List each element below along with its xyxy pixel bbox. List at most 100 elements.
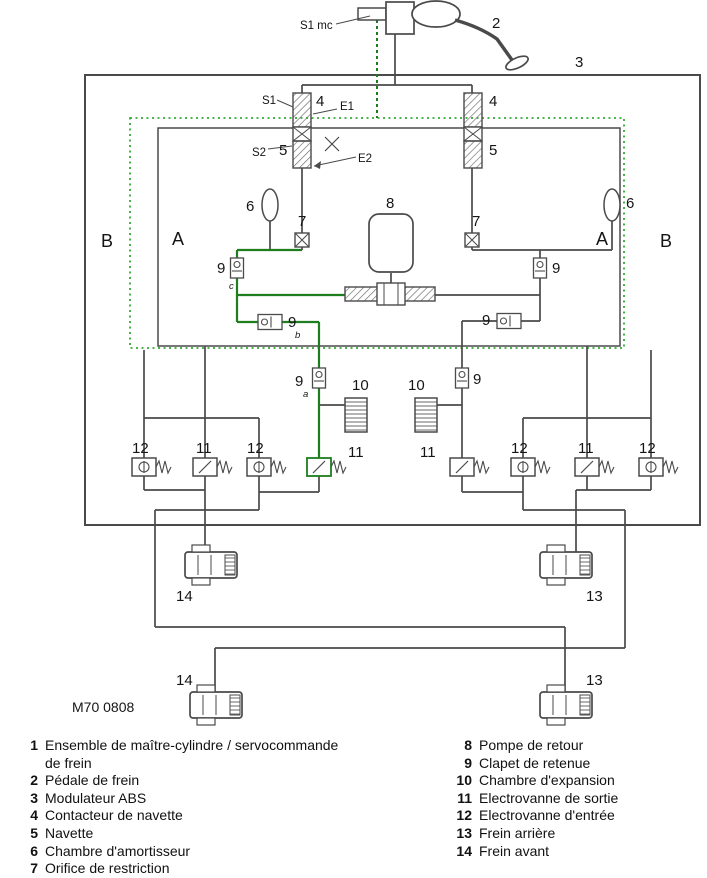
legend-item: 7 Orifice de restriction bbox=[18, 860, 348, 878]
callout-solenoid-r2: 12 bbox=[511, 440, 528, 457]
callout-solenoid-r1: 11 bbox=[420, 444, 436, 461]
shuttle-switch-left bbox=[292, 92, 312, 128]
abs-hydraulic-diagram: S1 mc 2 3 S1 4 E1 S2 5 E2 4 5 B A A B 6 … bbox=[72, 0, 701, 726]
front-brake-upper bbox=[184, 544, 238, 586]
callout-solenoid-l1: 12 bbox=[132, 440, 149, 457]
shuttle-valve-right bbox=[463, 92, 483, 169]
port-e1-label: E1 bbox=[340, 101, 354, 113]
damper-chamber-right bbox=[603, 188, 621, 222]
mc-label-leader bbox=[335, 15, 371, 25]
pump-body bbox=[368, 213, 414, 273]
mc-port-label: S1 mc bbox=[300, 20, 333, 32]
expansion-chamber-right bbox=[414, 397, 438, 433]
legend-item: 2 Pédale de frein bbox=[18, 772, 348, 790]
spring-glyph bbox=[216, 459, 233, 475]
spring-glyph bbox=[155, 459, 172, 475]
zone-a-left: A bbox=[172, 229, 184, 249]
pedal-pad bbox=[505, 55, 529, 71]
legend-item: 10 Chambre d'expansion bbox=[452, 772, 702, 790]
outlet-solenoid-l4 bbox=[306, 457, 347, 477]
callout-solenoid-r4: 12 bbox=[639, 440, 656, 457]
return-pump bbox=[344, 213, 436, 306]
legend-item-number: 6 bbox=[30, 842, 38, 859]
shuttle-right-cross bbox=[463, 126, 483, 142]
pump-center-ribs bbox=[383, 283, 399, 305]
callout-shuttle-left: 5 bbox=[279, 142, 287, 159]
legend-item-text: Electrovanne d'entrée bbox=[479, 807, 615, 824]
legend-item-number: 8 bbox=[464, 737, 472, 753]
restriction-orifice-right bbox=[464, 232, 480, 248]
callout-solenoid-r3: 11 bbox=[578, 440, 594, 457]
restriction-orifice-left bbox=[294, 232, 310, 248]
legend-item-number: 3 bbox=[30, 789, 38, 806]
callout-check-mid-left: 9 bbox=[288, 314, 296, 331]
check-valve-low-left bbox=[311, 367, 327, 389]
inlet-solenoid-l1 bbox=[131, 457, 172, 477]
legend-item-text: Clapet de retenue bbox=[479, 754, 591, 771]
legend-item-text: Electrovanne de sortie bbox=[479, 789, 619, 806]
check-letter-a: a bbox=[303, 389, 308, 400]
legend-item-text: Frein avant bbox=[479, 842, 550, 859]
legend-item-number: 5 bbox=[30, 824, 38, 841]
hydraulic-lines-green bbox=[235, 20, 378, 458]
callout-shuttle-right: 5 bbox=[489, 142, 497, 159]
shuttle-right-body bbox=[463, 140, 483, 169]
callout-solenoid-l3: 12 bbox=[247, 440, 264, 457]
outlet-solenoid-l2 bbox=[192, 457, 233, 477]
legend-item: 3 Modulateur ABS bbox=[18, 790, 348, 808]
dotted-green-boundary bbox=[129, 117, 625, 349]
zone-b-right: B bbox=[660, 231, 672, 251]
legend-item-text: Chambre d'expansion bbox=[479, 772, 615, 789]
legend-item-text: Chambre d'amortisseur bbox=[45, 842, 191, 859]
expansion-chamber-left bbox=[344, 397, 368, 433]
port-s1-label: S1 bbox=[262, 95, 276, 107]
spring-glyph bbox=[598, 459, 615, 475]
callout-solenoid-l4: 11 bbox=[348, 444, 364, 461]
legend-item: 14 Frein avant bbox=[452, 843, 702, 861]
spring-glyph bbox=[473, 459, 490, 475]
port-s2-label: S2 bbox=[252, 147, 266, 159]
inlet-solenoid-l3 bbox=[246, 457, 287, 477]
legend-item-number: 2 bbox=[30, 772, 38, 789]
legend-item: 13 Frein arrière bbox=[452, 825, 702, 843]
callout-modulator: 3 bbox=[575, 54, 583, 71]
zone-a-right: A bbox=[596, 229, 608, 249]
shuttle-left-cross bbox=[292, 126, 312, 142]
rear-brake-lower bbox=[539, 684, 593, 726]
legend-item: 1 Ensemble de maître-cylindre / servocom… bbox=[18, 737, 348, 772]
servo-body bbox=[411, 0, 461, 28]
callout-damper-left: 6 bbox=[246, 198, 254, 215]
legend-item: 8 Pompe de retour bbox=[452, 737, 702, 755]
legend-item-number: 9 bbox=[464, 754, 472, 771]
legend-item: 11 Electrovanne de sortie bbox=[452, 790, 702, 808]
legend-item: 6 Chambre d'amortisseur bbox=[18, 843, 348, 861]
legend-item-text: Frein arrière bbox=[479, 824, 556, 841]
mc-body bbox=[385, 1, 415, 35]
diagram-labels: S1 mc 2 3 S1 4 E1 S2 5 E2 4 5 B A A B 6 … bbox=[72, 15, 672, 715]
legend-item-number: 1 bbox=[30, 737, 38, 753]
legend-item: 9 Clapet de retenue bbox=[452, 755, 702, 773]
callout-check-mid-right: 9 bbox=[482, 312, 490, 329]
green-circuit bbox=[235, 248, 345, 458]
legend-item: 12 Electrovanne d'entrée bbox=[452, 807, 702, 825]
legend-left-column: 1 Ensemble de maître-cylindre / servocom… bbox=[18, 737, 348, 878]
hydraulic-lines-gray bbox=[143, 34, 652, 692]
check-letter-b: b bbox=[295, 330, 300, 341]
callout-check-low-right: 9 bbox=[473, 371, 481, 388]
callout-shuttle-switch-right: 4 bbox=[489, 93, 497, 110]
legend-item-number: 12 bbox=[456, 807, 472, 824]
reference-code: M70 0808 bbox=[72, 699, 134, 715]
callout-check-top-right: 9 bbox=[552, 260, 560, 277]
outlet-solenoid-r3 bbox=[574, 457, 615, 477]
callout-orifice-right: 7 bbox=[472, 213, 480, 230]
shuttle-left-leader-lines bbox=[267, 99, 357, 167]
inner-zone-a-outline bbox=[157, 127, 621, 347]
legend-right-column: 8 Pompe de retour 9 Clapet de retenue 10… bbox=[452, 737, 702, 860]
shuttle-valve-left bbox=[267, 92, 357, 169]
shuttle-switch-right bbox=[463, 92, 483, 128]
spring-glyph bbox=[330, 459, 347, 475]
legend-item-text: Pédale de frein bbox=[45, 772, 140, 789]
e2-arrowhead bbox=[314, 161, 321, 169]
gray-pipes bbox=[143, 34, 652, 692]
